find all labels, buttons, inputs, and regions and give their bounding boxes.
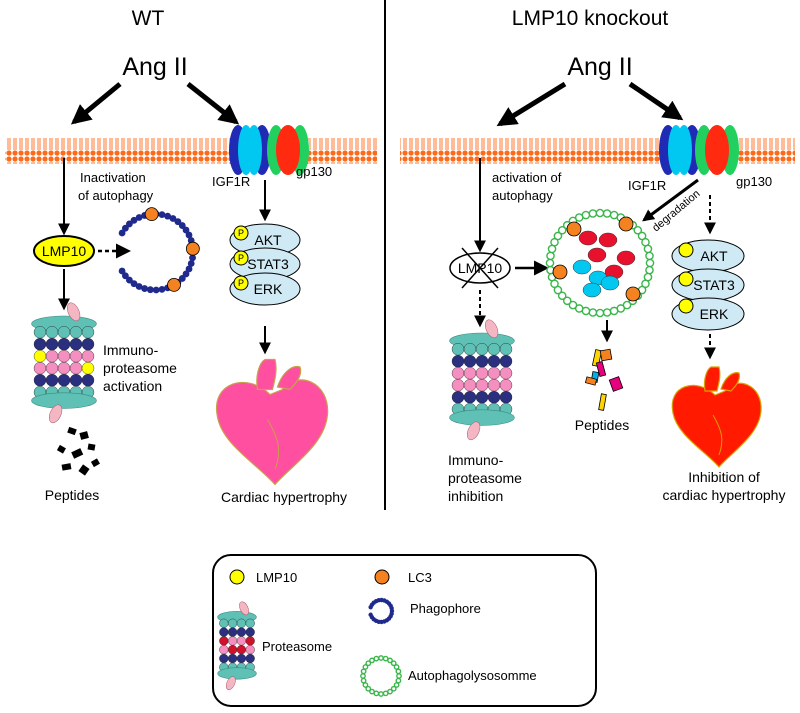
ko-peptides-label: Peptides bbox=[575, 417, 629, 433]
legend-phagophore-label: Phagophore bbox=[410, 601, 481, 616]
ko-gp130-receptor bbox=[695, 125, 739, 175]
wt-kinase-stack bbox=[229, 223, 301, 306]
legend-box bbox=[212, 554, 597, 707]
legend-lmp10-icon bbox=[229, 569, 245, 585]
ko-erk-label: ERK bbox=[700, 306, 729, 322]
wt-arrow-ang-left bbox=[70, 82, 122, 125]
wt-gp130-receptor bbox=[267, 125, 309, 175]
wt-lmp10-label: LMP10 bbox=[42, 243, 87, 259]
wt-p-erk bbox=[233, 275, 249, 291]
wt-immuno-line1: Immuno- bbox=[103, 342, 159, 358]
wt-p-erk-label: P bbox=[238, 278, 244, 288]
legend-lc3-icon bbox=[374, 569, 390, 585]
ko-activation-line1: activation of bbox=[492, 170, 562, 185]
ko-akt-label: AKT bbox=[700, 248, 728, 264]
ko-lmp10-cross-b bbox=[461, 247, 499, 289]
ko-immuno-line3: inhibition bbox=[448, 488, 503, 504]
ko-immuno-line1: Immuno- bbox=[448, 452, 504, 468]
wt-p-stat3-label: P bbox=[238, 253, 244, 263]
wt-p-akt-label: P bbox=[238, 228, 244, 238]
legend: LMP10 LC3 Phagophore Proteasome Autophag… bbox=[212, 554, 597, 707]
ko-stat3-label: STAT3 bbox=[693, 277, 735, 293]
wt-inactivation-line1: Inactivation bbox=[80, 170, 146, 185]
ko-activation-line2: autophagy bbox=[492, 188, 553, 203]
ko-inhibition-line1: Inhibition of bbox=[688, 469, 760, 485]
wt-stat3-label: STAT3 bbox=[247, 256, 289, 272]
ko-title: LMP10 knockout bbox=[512, 7, 669, 30]
ko-arrow-ang-right bbox=[628, 81, 684, 121]
ko-panel: Ang II IGF1R gp130 activation of autopha… bbox=[400, 53, 795, 504]
wt-immuno-line2: proteasome bbox=[103, 360, 177, 376]
wt-erk-label: ERK bbox=[254, 281, 283, 297]
legend-phagophore-icon bbox=[368, 597, 395, 625]
wt-p-akt bbox=[233, 225, 249, 241]
ko-ang-ii: Ang II bbox=[567, 53, 632, 81]
ko-immunoproteasome bbox=[449, 319, 515, 441]
legend-lc3-label: LC3 bbox=[408, 570, 432, 585]
ko-degradation-arrow bbox=[642, 178, 699, 222]
ko-autophagolysosome bbox=[545, 208, 655, 318]
wt-immuno-line3: activation bbox=[103, 378, 162, 394]
wt-cardiac-label: Cardiac hypertrophy bbox=[221, 489, 347, 505]
wt-title: WT bbox=[132, 7, 165, 30]
ko-igf1r-receptor bbox=[659, 125, 701, 175]
ko-kinase-stack bbox=[671, 239, 745, 331]
wt-heart-icon bbox=[215, 358, 329, 486]
legend-proteasome-icon bbox=[217, 601, 257, 690]
legend-proteasome-label: Proteasome bbox=[262, 639, 332, 654]
ko-peptide-fragments bbox=[584, 348, 624, 411]
ko-heart-icon bbox=[671, 366, 762, 468]
wt-ang-ii: Ang II bbox=[122, 53, 187, 81]
legend-lmp10-label: LMP10 bbox=[256, 570, 297, 585]
wt-gp130-label: gp130 bbox=[296, 164, 332, 179]
wt-akt-label: AKT bbox=[254, 232, 282, 248]
ko-immuno-line2: proteasome bbox=[448, 470, 522, 486]
ko-gp130-label: gp130 bbox=[736, 174, 772, 189]
wt-cell-membrane bbox=[5, 138, 377, 164]
legend-autophago-label: Autophagolysosomme bbox=[408, 668, 537, 683]
legend-autophagolysosome-icon bbox=[360, 655, 402, 697]
wt-peptides-label: Peptides bbox=[45, 487, 99, 503]
ko-igf1r-label: IGF1R bbox=[628, 178, 666, 193]
wt-peptide-fragments bbox=[56, 426, 100, 476]
wt-lmp10-node bbox=[33, 235, 95, 267]
wt-igf1r-label: IGF1R bbox=[212, 174, 250, 189]
ko-arrow-ang-left bbox=[496, 81, 567, 127]
wt-p-stat3 bbox=[233, 250, 249, 266]
ko-inhibition-line2: cardiac hypertrophy bbox=[663, 487, 786, 503]
wt-arrow-ang-right bbox=[186, 82, 240, 125]
wt-igf1r-receptor bbox=[229, 125, 271, 175]
wt-immunoproteasome bbox=[31, 302, 97, 424]
wt-inactivation-line2: of autophagy bbox=[78, 188, 154, 203]
wt-panel: Ang II IGF1R gp130 Inactivation of autop… bbox=[5, 53, 377, 505]
wt-phagophore bbox=[118, 207, 200, 294]
